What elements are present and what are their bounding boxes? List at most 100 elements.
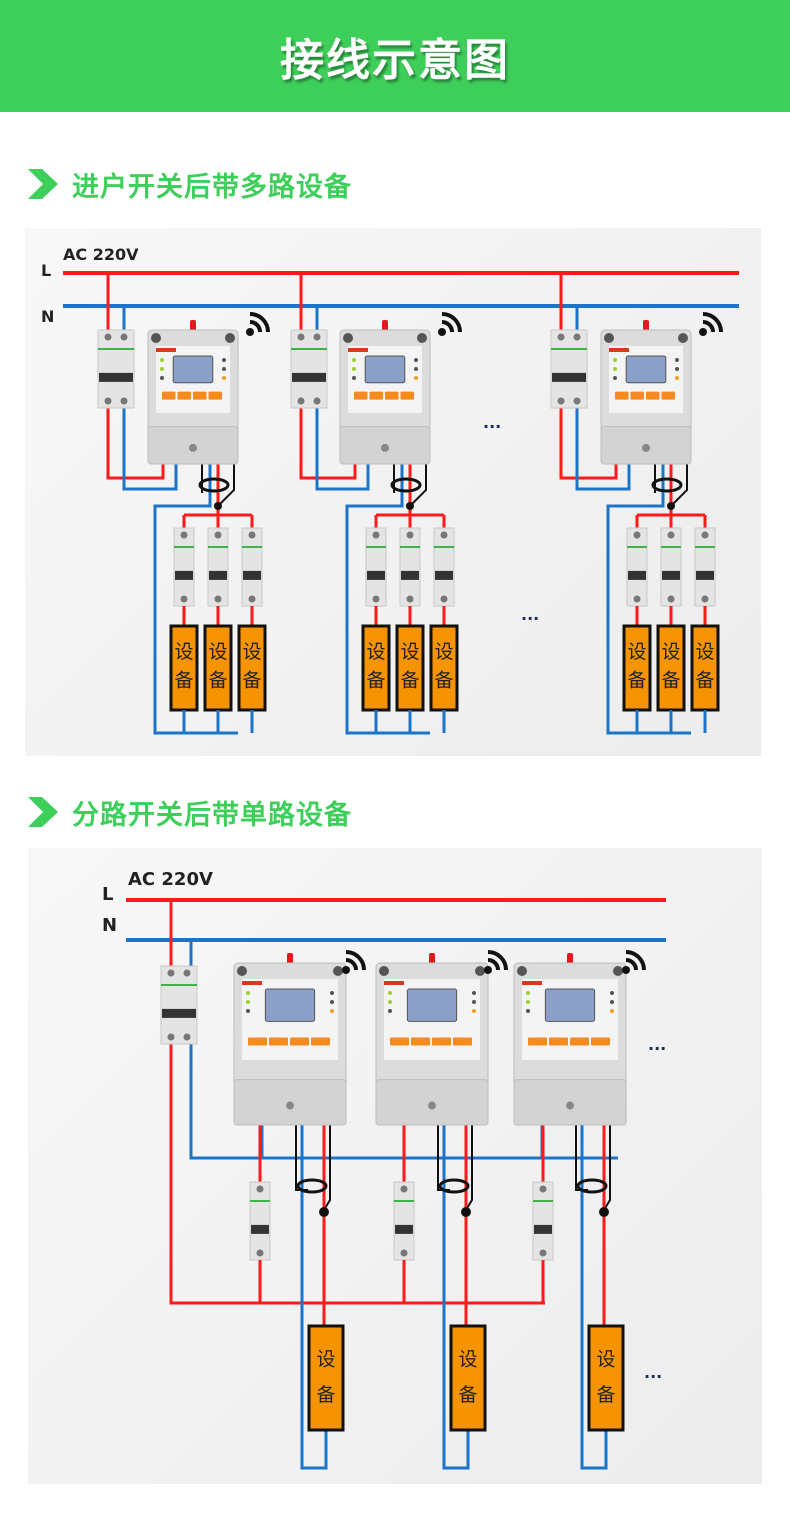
breaker-stripe (98, 348, 134, 350)
indicator-led (472, 1000, 476, 1004)
load-device: 设备 (361, 624, 391, 712)
wifi-arc (345, 950, 366, 971)
ellipsis: ... (644, 1363, 662, 1382)
signal-wire (670, 464, 688, 507)
device-button (385, 391, 399, 400)
brand-logo (384, 981, 404, 985)
screw (678, 333, 688, 343)
chevron-right-icon (28, 797, 58, 827)
terminal (372, 595, 380, 603)
terminal (372, 531, 380, 539)
load-box (449, 1324, 487, 1432)
terminal (104, 333, 112, 341)
neutral-to-monitor (315, 406, 370, 491)
terminal (167, 1033, 175, 1041)
indicator-led (675, 376, 679, 380)
breaker-body (249, 1181, 271, 1261)
device-button (311, 1037, 330, 1046)
breaker-handle (99, 372, 133, 382)
indicator-led (414, 358, 418, 362)
breaker-handle (401, 570, 419, 580)
indicator-led (160, 376, 164, 380)
monitoring-device (147, 320, 239, 465)
sensor-node (599, 1207, 609, 1217)
terminal (104, 397, 112, 405)
wifi-arc (702, 320, 715, 333)
breaker-handle (162, 1008, 196, 1018)
antenna (382, 320, 388, 332)
brand-logo (242, 981, 262, 985)
brand-logo (156, 348, 176, 352)
load-device: 设备 (449, 1324, 487, 1432)
indicator-led (352, 358, 356, 362)
breaker-handle (696, 570, 714, 580)
breaker-body (433, 527, 455, 607)
breaker-stripe (174, 546, 194, 548)
screw (237, 966, 247, 976)
load-label: 备 (316, 1384, 335, 1406)
breaker-handle (367, 570, 385, 580)
indicator-led (246, 991, 250, 995)
wifi-icon (699, 312, 723, 336)
section-heading-1: 进户开关后带多路设备 (26, 164, 352, 204)
load-label: 备 (661, 669, 680, 691)
terminal (183, 1033, 191, 1041)
signal-wire (465, 1124, 473, 1211)
device-button (177, 391, 191, 400)
indicator-led (526, 991, 530, 995)
neutral-label: N (102, 915, 117, 936)
screw (428, 1101, 436, 1110)
indicator-led (246, 1000, 250, 1004)
terminal (256, 1185, 264, 1193)
single-pole-breaker (399, 527, 421, 607)
ellipsis: ... (648, 1035, 666, 1054)
breaker-stripe (533, 1200, 553, 1202)
terminal (406, 595, 414, 603)
neutral-distribution (189, 1044, 618, 1160)
single-pole-breaker (660, 527, 682, 607)
breaker-stripe (661, 546, 681, 548)
breaker-stripe (291, 348, 327, 350)
current-transformer (390, 477, 422, 493)
header-banner: 接线示意图 (0, 0, 790, 112)
indicator-led (222, 358, 226, 362)
antenna (190, 320, 196, 332)
lcd-screen (544, 988, 596, 1022)
monitoring-device (513, 953, 627, 1126)
device-button (528, 1037, 547, 1046)
terminal (256, 1249, 264, 1257)
load-device: 设备 (307, 1324, 345, 1432)
terminal (539, 1249, 547, 1257)
sensor-node (406, 502, 414, 510)
breaker-handle (628, 570, 646, 580)
wifi-arc (249, 320, 262, 333)
load-label: 备 (434, 669, 453, 691)
device-button (208, 391, 222, 400)
current-transformer (651, 477, 683, 493)
indicator-led (388, 1009, 392, 1013)
device-button (630, 391, 644, 400)
indicator-led (414, 367, 418, 371)
indicator-led (330, 991, 334, 995)
wifi-arc (487, 958, 500, 971)
terminal (557, 397, 565, 405)
single-pole-breaker (207, 527, 229, 607)
load-device: 设备 (656, 624, 686, 712)
terminal (633, 531, 641, 539)
terminal (557, 333, 565, 341)
breaker-handle (395, 1224, 413, 1234)
device-button (248, 1037, 267, 1046)
terminal (539, 1185, 547, 1193)
terminal (406, 531, 414, 539)
indicator-led (330, 1000, 334, 1004)
terminal (214, 531, 222, 539)
load-device: 设备 (429, 624, 459, 712)
indicator-led (613, 367, 617, 371)
indicator-led (160, 358, 164, 362)
section-title-1: 进户开关后带多路设备 (72, 171, 352, 203)
indicator-led (610, 1000, 614, 1004)
load-device: 设备 (203, 624, 233, 712)
signal-wire (217, 464, 235, 507)
